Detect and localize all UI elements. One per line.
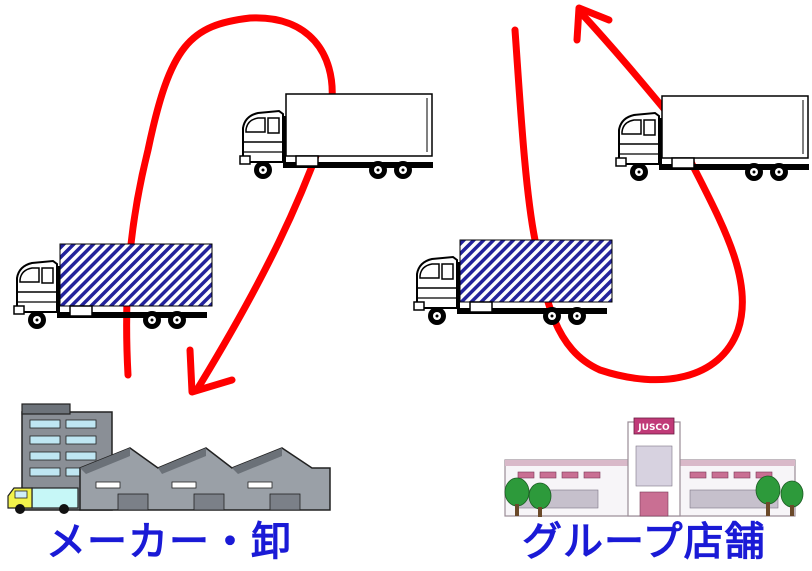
truck-loaded-left (13, 243, 213, 330)
truck-empty-top-left (239, 93, 434, 180)
cargo-box-empty (285, 93, 433, 157)
store-illustration: JUSCO (504, 417, 804, 517)
label-maker-wholesaler: メーカー・卸 (46, 519, 292, 565)
cargo-box-loaded (59, 243, 213, 307)
label-group-stores: グループ店舗 (522, 519, 766, 565)
arrow-store-arrowhead (573, 4, 613, 44)
cargo-box-empty (661, 95, 809, 159)
truck-empty-top-right (615, 95, 810, 182)
arrow-store-out (578, 10, 669, 114)
truck-loaded-center (413, 239, 613, 326)
store-sign (633, 417, 675, 435)
arrow-store-in (511, 26, 746, 384)
arrow-maker-arrowhead (186, 346, 236, 396)
store-sign-text: JUSCO (637, 423, 670, 433)
flow-arrows (123, 4, 746, 396)
cargo-box-loaded (459, 239, 613, 303)
factory-illustration (7, 403, 331, 514)
